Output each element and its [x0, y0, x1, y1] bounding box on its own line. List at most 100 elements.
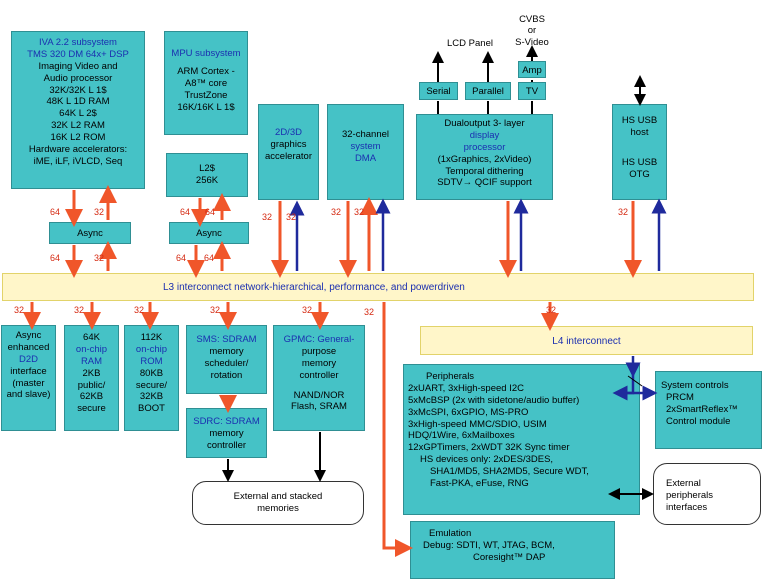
dma-title2: DMA [354, 152, 377, 164]
mpu-line: ARM Cortex - [177, 65, 235, 77]
onchip-rom-box: 112K on-chip ROM 80KB secure/ 32KB BOOT [124, 325, 179, 431]
bus-width-label: 64 [176, 253, 187, 263]
bus-width-label: 32 [262, 212, 273, 222]
display-line: Temporal dithering [445, 165, 524, 177]
cvbs-line: or [527, 25, 537, 37]
rom-line: secure/ [135, 379, 168, 391]
usb-host-line: host [630, 126, 649, 138]
usb-host-line: HS USB [621, 115, 658, 126]
ram-line: 62KB [79, 391, 104, 403]
system-controls-box: System controls PRCM 2xSmartReflex™ Cont… [655, 371, 762, 449]
peripherals-line: 2xUART, 3xHigh-speed I2C [408, 382, 524, 394]
graphics-line: accelerator [265, 150, 312, 162]
bus-width-label: 64 [180, 207, 191, 217]
bus-width-label: 32 [354, 207, 365, 217]
l4-periph-arrow [612, 372, 635, 401]
peripherals-line: 5xMcBSP (2x with sidetone/audio buffer) [408, 394, 580, 406]
sdrc-box: SDRC: SDRAM memory controller [186, 408, 267, 458]
sms-line: rotation [210, 369, 243, 381]
display-line1: Dualoutput 3- layer [444, 118, 525, 129]
iva-line: Audio processor [43, 72, 113, 84]
parallel-label: Parallel [472, 86, 504, 97]
graphics-title: 2D/3D [275, 127, 302, 138]
bus-width-label: 32 [302, 305, 313, 315]
usb-otg-line: OTG [629, 168, 650, 180]
mpu-subsystem-box: MPU subsystem ARM Cortex - A8™ core Trus… [164, 31, 248, 135]
l2-cache-line1: L2$ [199, 163, 215, 174]
onchip-ram-box: 64K on-chip RAM 2KB public/ 62KB secure [64, 325, 119, 431]
gpmc-line: controller [299, 369, 339, 381]
amp-box: Amp [518, 61, 546, 78]
async-label: Async [77, 228, 103, 239]
l3-emulation-arrow [382, 302, 413, 557]
ext-periph-line: interfaces [666, 501, 708, 513]
dma-title1: system [350, 140, 381, 152]
l2-cache-line2: 256K [195, 174, 219, 186]
bus-width-label: 64 [205, 207, 216, 217]
bus-width-label: 64 [50, 253, 61, 263]
sysctl-line: PRCM [666, 391, 694, 403]
d2d-line2: enhanced [7, 341, 50, 353]
d2d-line: (master [12, 377, 45, 389]
l3-label: L3 interconnect network-hierarchical, pe… [163, 282, 465, 293]
async-box-iva: Async [49, 222, 131, 244]
bus-width-label: 32 [331, 207, 342, 217]
d2d-interface-box: Async enhanced D2D interface (master and… [1, 325, 56, 431]
bus-width-label: 32 [14, 305, 25, 315]
peripherals-line: 3xHigh-speed MMC/SDIO, USIM [408, 418, 547, 430]
bus-width-label: 32 [210, 305, 221, 315]
gpmc-title: GPMC: General- [283, 334, 355, 345]
sms-line: scheduler/ [204, 357, 249, 369]
display-processor-box: Dualoutput 3- layer display processor (1… [416, 114, 553, 200]
bus-width-label: 64 [204, 253, 215, 263]
ram-line1: 64K [83, 332, 100, 343]
cvbs-label: CVBS or S-Video [510, 14, 554, 48]
iva-line: 64K L 2$ [59, 108, 97, 120]
rom-title2: ROM [140, 355, 163, 367]
d2d-line: and slave) [6, 389, 51, 401]
tv-box: TV [518, 82, 546, 100]
rom-line: BOOT [138, 403, 165, 415]
sdrc-line: memory [209, 427, 244, 439]
bus-width-label: 32 [134, 305, 145, 315]
d2d-line1: Async [15, 330, 42, 341]
lcd-panel-label: LCD Panel [447, 38, 493, 49]
gpmc-box: GPMC: General- purpose memory controller… [273, 325, 365, 431]
iva-line: iME, iLF, iVLCD, Seq [33, 155, 123, 167]
ram-line: 2KB [82, 367, 101, 379]
gpmc-line: Flash, SRAM [291, 401, 347, 413]
emulation-box: Emulation Debug: SDTI, WT, JTAG, BCM, Co… [410, 521, 615, 579]
async-label: Async [196, 228, 222, 239]
parallel-box: Parallel [465, 82, 511, 100]
graphics-accelerator-box: 2D/3D graphics accelerator [258, 104, 319, 200]
tv-label: TV [525, 86, 539, 97]
amp-label: Amp [522, 65, 542, 76]
rom-line: 32KB [139, 391, 164, 403]
ram-title1: on-chip [75, 343, 108, 355]
mpu-title: MPU subsystem [171, 48, 241, 59]
peripherals-line: HDQ/1Wire, 6xMailboxes [408, 430, 515, 442]
iva-title-2: TMS 320 DM 64x+ DSP [27, 48, 129, 60]
peripherals-line: Fast-PKA, eFuse, RNG [430, 477, 529, 489]
iva-line: Hardware accelerators: [28, 143, 128, 155]
l4-interconnect-bar: L4 interconnect [420, 326, 753, 355]
bus-width-label: 32 [94, 207, 105, 217]
usb-otg-line: HS USB [621, 156, 658, 168]
ram-title2: RAM [80, 355, 103, 367]
sms-box: SMS: SDRAM memory scheduler/ rotation [186, 325, 267, 394]
d2d-line: interface [10, 365, 47, 377]
peripherals-line: HS devices only: 2xDES/3DES, [420, 454, 554, 466]
serial-label: Serial [426, 86, 451, 97]
l2-cache-box: L2$ 256K [166, 153, 248, 197]
iva-line: 48K L 1D RAM [46, 96, 110, 108]
gpmc-line: memory [301, 357, 337, 369]
mpu-line: A8™ core [184, 77, 228, 89]
serial-box: Serial [419, 82, 458, 100]
iva-line: Imaging Video and [38, 60, 118, 72]
emulation-line: Debug: SDTI, WT, JTAG, BCM, [423, 539, 555, 551]
peripherals-title: Peripherals [426, 371, 475, 382]
l4-label: L4 interconnect [552, 336, 621, 347]
rom-line1: 112K [140, 332, 163, 343]
iva-subsystem-box: IVA 2.2 subsystem TMS 320 DM 64x+ DSP Im… [11, 31, 145, 189]
